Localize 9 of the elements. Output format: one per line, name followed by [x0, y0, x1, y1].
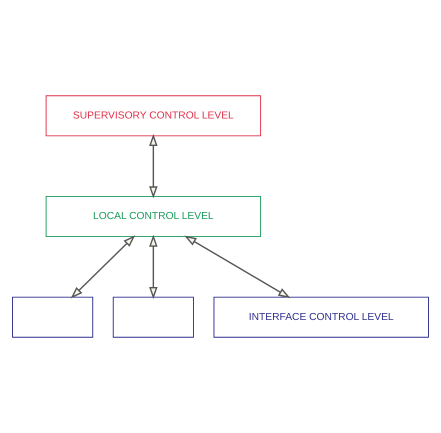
arrow: [149, 134, 158, 198]
arrow: [149, 234, 158, 300]
arrow: [70, 235, 136, 299]
node-box: INTERFACE CONTROL LEVEL: [214, 296, 429, 338]
node-box: LOCAL CONTROL LEVEL: [46, 196, 262, 238]
node-box: SUPERVISORY CONTROL LEVEL: [46, 95, 262, 136]
node-box: [112, 296, 194, 338]
arrow: [184, 236, 290, 298]
node-box: [12, 296, 94, 338]
